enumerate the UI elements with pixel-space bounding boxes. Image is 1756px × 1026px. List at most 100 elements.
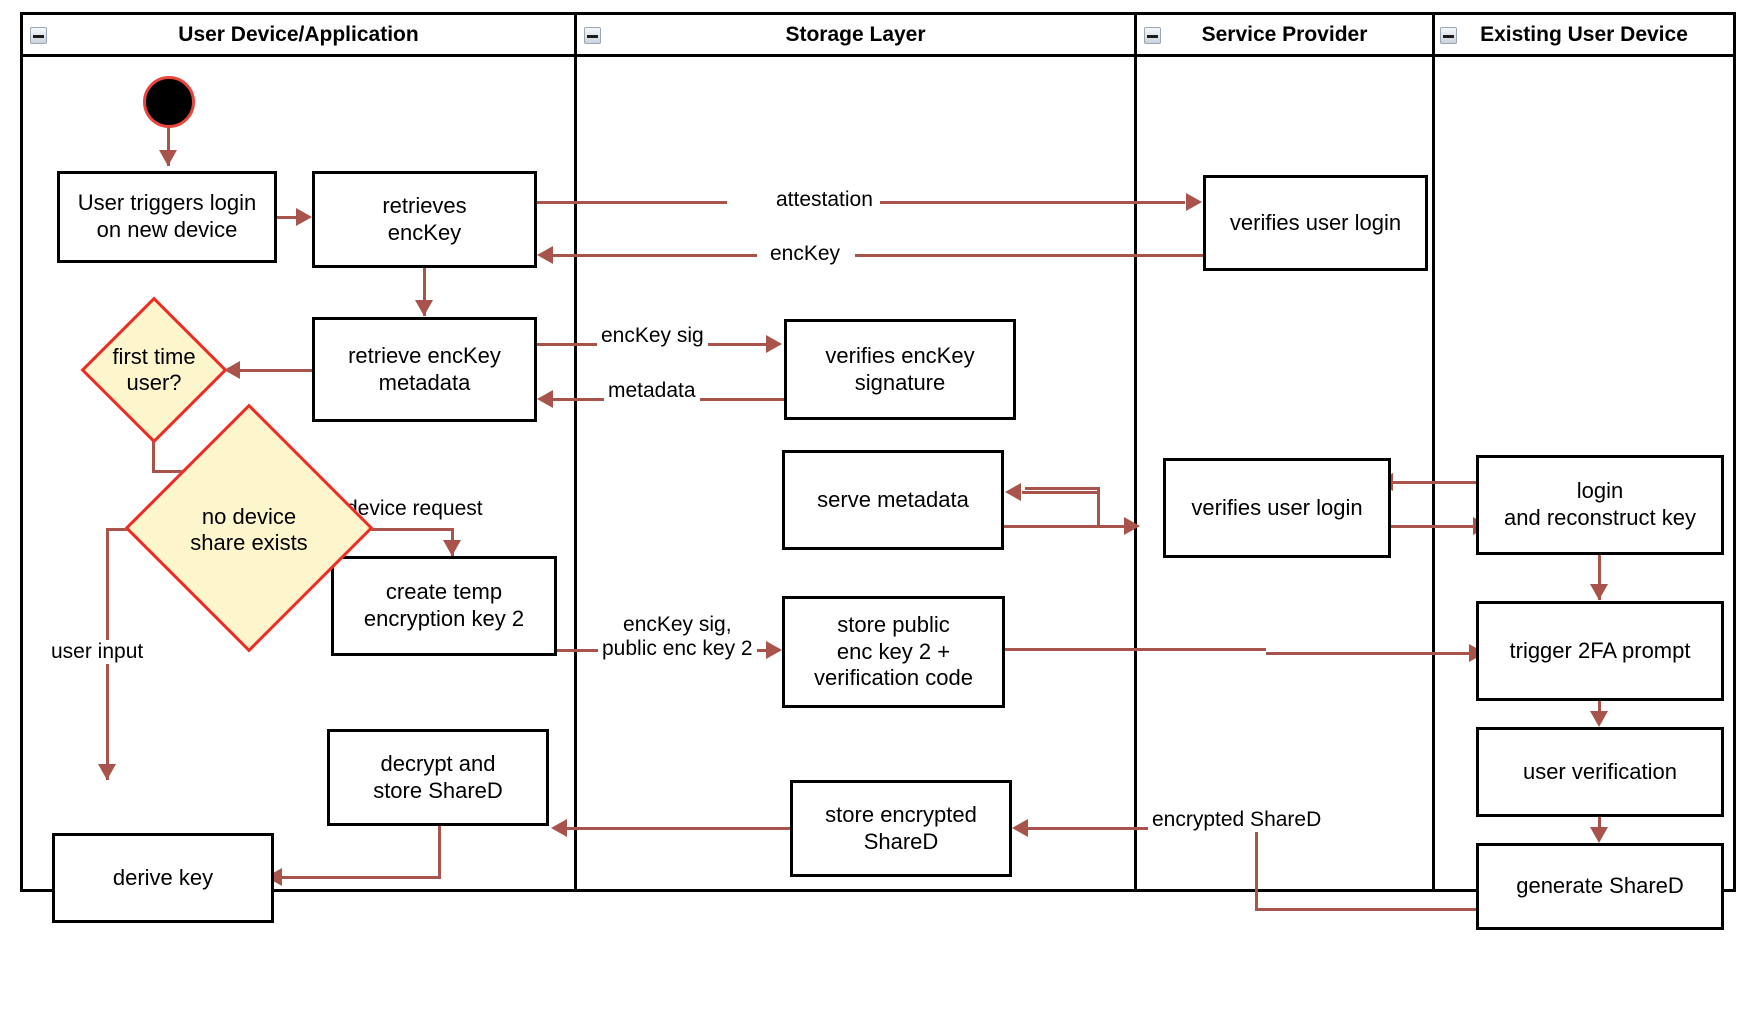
arrowhead-enckey-sig-public-key xyxy=(766,641,782,659)
edge-start-to-trigger-login xyxy=(167,126,170,166)
lane-title-user-device: User Device/Application xyxy=(178,22,419,46)
edge-enckey-back xyxy=(552,254,757,257)
lane-header-service-provider[interactable]: Service Provider xyxy=(1137,15,1435,57)
node-label-decrypt-and-store-shared: decrypt and store ShareD xyxy=(373,750,503,803)
node-label-store-public-enc-key-2: store public enc key 2 + verification co… xyxy=(814,611,973,691)
edge-label-user-input: user input xyxy=(47,640,148,665)
node-trigger-2fa-prompt[interactable]: trigger 2FA prompt xyxy=(1476,601,1724,701)
arrowhead-login-to-2fa xyxy=(1590,584,1608,600)
edge-attestation-b xyxy=(880,201,1185,204)
lane-header-existing-user-device[interactable]: Existing User Device xyxy=(1435,15,1733,57)
node-label-trigger-2fa-prompt: trigger 2FA prompt xyxy=(1509,637,1691,663)
edge-label-enckey-sig-public-enc-key-2: encKey sig, public enc key 2 xyxy=(598,613,757,662)
collapse-minus-icon-user-device[interactable] xyxy=(30,27,47,44)
node-label-user-verification: user verification xyxy=(1522,758,1678,784)
node-user-triggers-login[interactable]: User triggers login on new device xyxy=(57,171,277,263)
edge-encrypted-shared-from-gen xyxy=(1255,908,1498,911)
node-label-verifies-user-login-top: verifies user login xyxy=(1229,209,1402,235)
arrowhead-metadata-to-first-time-user xyxy=(224,361,240,379)
edge-label-attestation: attestation xyxy=(772,188,877,213)
edge-label-enckey-sig: encKey sig xyxy=(597,324,708,349)
edge-encrypted-shared-up xyxy=(1255,827,1258,911)
edge-enckey-back-b xyxy=(855,254,1203,257)
edge-login-to-2fa xyxy=(1598,555,1601,600)
node-retrieve-enckey-metadata[interactable]: retrieve encKey metadata xyxy=(312,317,537,422)
node-label-login-and-reconstruct-key: login and reconstruct key xyxy=(1504,478,1696,530)
node-label-retrieve-enckey-metadata: retrieve encKey metadata xyxy=(348,342,501,395)
edge-store-public-to-2fa xyxy=(1005,648,1266,651)
node-store-public-enc-key-2[interactable]: store public enc key 2 + verification co… xyxy=(782,596,1005,708)
decision-no-device-share-exists[interactable]: no device share exists xyxy=(124,403,374,653)
edge-trigger-login-to-retrieves-enckey xyxy=(277,216,305,219)
arrowhead-store-encrypted-to-decrypt xyxy=(551,819,567,837)
arrowhead-2fa-to-user-verification xyxy=(1590,711,1608,727)
edge-decrypt-to-derive-down xyxy=(438,826,441,879)
node-user-verification[interactable]: user verification xyxy=(1476,727,1724,817)
arrowhead-metadata-back xyxy=(537,390,553,408)
node-generate-shared[interactable]: generate ShareD xyxy=(1476,843,1724,930)
edge-label-device-request: device request xyxy=(342,497,487,522)
node-label-derive-key: derive key xyxy=(112,864,214,890)
decision-first-time-user[interactable]: first time user? xyxy=(80,296,228,444)
edge-sp-to-login-right xyxy=(1391,525,1479,528)
edge-label-enckey: encKey xyxy=(766,242,845,267)
arrowhead-user-input xyxy=(98,764,116,780)
edge-device-request-right xyxy=(321,528,454,531)
lane-title-storage-layer: Storage Layer xyxy=(785,22,926,46)
node-create-temp-encryption-key-2[interactable]: create temp encryption key 2 xyxy=(331,556,557,656)
node-retrieves-enckey[interactable]: retrieves encKey xyxy=(312,171,537,268)
lane-header-user-device[interactable]: User Device/Application xyxy=(23,15,577,57)
arrowhead-trigger-login-to-retrieves-enckey xyxy=(296,208,312,226)
edge-serve-metadata-to-sp-right xyxy=(1004,525,1098,528)
node-label-generate-shared: generate ShareD xyxy=(1516,873,1684,899)
node-verifies-enckey-signature[interactable]: verifies encKey signature xyxy=(784,319,1016,420)
arrowhead-enckey-back xyxy=(537,246,553,264)
node-store-encrypted-shared[interactable]: store encrypted ShareD xyxy=(790,780,1012,877)
arrowhead-sp-to-serve-metadata xyxy=(1005,483,1021,501)
edge-label-encrypted-shared: encrypted ShareD xyxy=(1148,808,1326,833)
arrowhead-retrieves-enckey-to-metadata xyxy=(415,300,433,316)
arrowhead-encrypted-shared xyxy=(1012,819,1028,837)
arrowhead-start-to-trigger-login xyxy=(159,150,177,166)
lane-body-service-provider xyxy=(1137,57,1435,889)
collapse-minus-icon-existing-user-device[interactable] xyxy=(1440,27,1457,44)
node-decrypt-and-store-shared[interactable]: decrypt and store ShareD xyxy=(327,729,549,826)
node-serve-metadata[interactable]: serve metadata xyxy=(782,450,1004,550)
node-derive-key[interactable]: derive key xyxy=(52,833,274,923)
decision-label-first-time-user: first time user? xyxy=(112,343,196,395)
start-node xyxy=(143,76,195,128)
edge-retrieves-enckey-to-metadata xyxy=(423,268,426,316)
decision-label-no-device-share-exists: no device share exists xyxy=(190,503,308,555)
node-verifies-user-login-top[interactable]: verifies user login xyxy=(1203,175,1428,271)
arrowhead-device-request xyxy=(443,540,461,556)
swimlane-frame xyxy=(20,12,1736,892)
node-login-and-reconstruct-key[interactable]: login and reconstruct key xyxy=(1476,455,1724,555)
node-label-store-encrypted-shared: store encrypted ShareD xyxy=(825,801,977,854)
lane-header-storage-layer[interactable]: Storage Layer xyxy=(577,15,1137,57)
lane-title-existing-user-device: Existing User Device xyxy=(1480,22,1688,46)
edge-encrypted-shared-to-store xyxy=(1028,827,1257,830)
edge-store-public-to-2fa-b xyxy=(1266,652,1476,655)
edge-login-to-sp-left xyxy=(1391,481,1497,484)
edge-label-metadata: metadata xyxy=(604,379,700,404)
edge-metadata-to-first-time-user xyxy=(228,369,314,372)
lane-title-service-provider: Service Provider xyxy=(1201,22,1368,46)
node-label-verifies-user-login-mid: verifies user login xyxy=(1191,494,1363,520)
edge-serve-metadata-to-sp-in xyxy=(1096,525,1136,528)
node-label-create-temp-encryption-key-2: create temp encryption key 2 xyxy=(363,579,525,631)
arrowhead-enckey-sig xyxy=(766,335,782,353)
arrowhead-user-verification-to-generate xyxy=(1590,827,1608,843)
edge-decrypt-to-derive-left xyxy=(275,876,441,879)
node-label-serve-metadata: serve metadata xyxy=(817,486,969,512)
node-label-user-triggers-login: User triggers login on new device xyxy=(77,190,257,242)
node-verifies-user-login-mid[interactable]: verifies user login xyxy=(1163,458,1391,558)
lane-body-user-device xyxy=(23,57,577,889)
collapse-minus-icon-storage-layer[interactable] xyxy=(584,27,601,44)
edge-sp-to-serve-metadata-down xyxy=(1097,487,1100,525)
node-label-verifies-enckey-signature: verifies encKey signature xyxy=(825,342,975,395)
collapse-minus-icon-service-provider[interactable] xyxy=(1144,27,1161,44)
arrowhead-attestation xyxy=(1186,193,1202,211)
edge-first-time-user-no-down xyxy=(152,422,155,472)
edge-store-encrypted-to-decrypt xyxy=(567,827,792,830)
edge-attestation xyxy=(537,201,727,204)
